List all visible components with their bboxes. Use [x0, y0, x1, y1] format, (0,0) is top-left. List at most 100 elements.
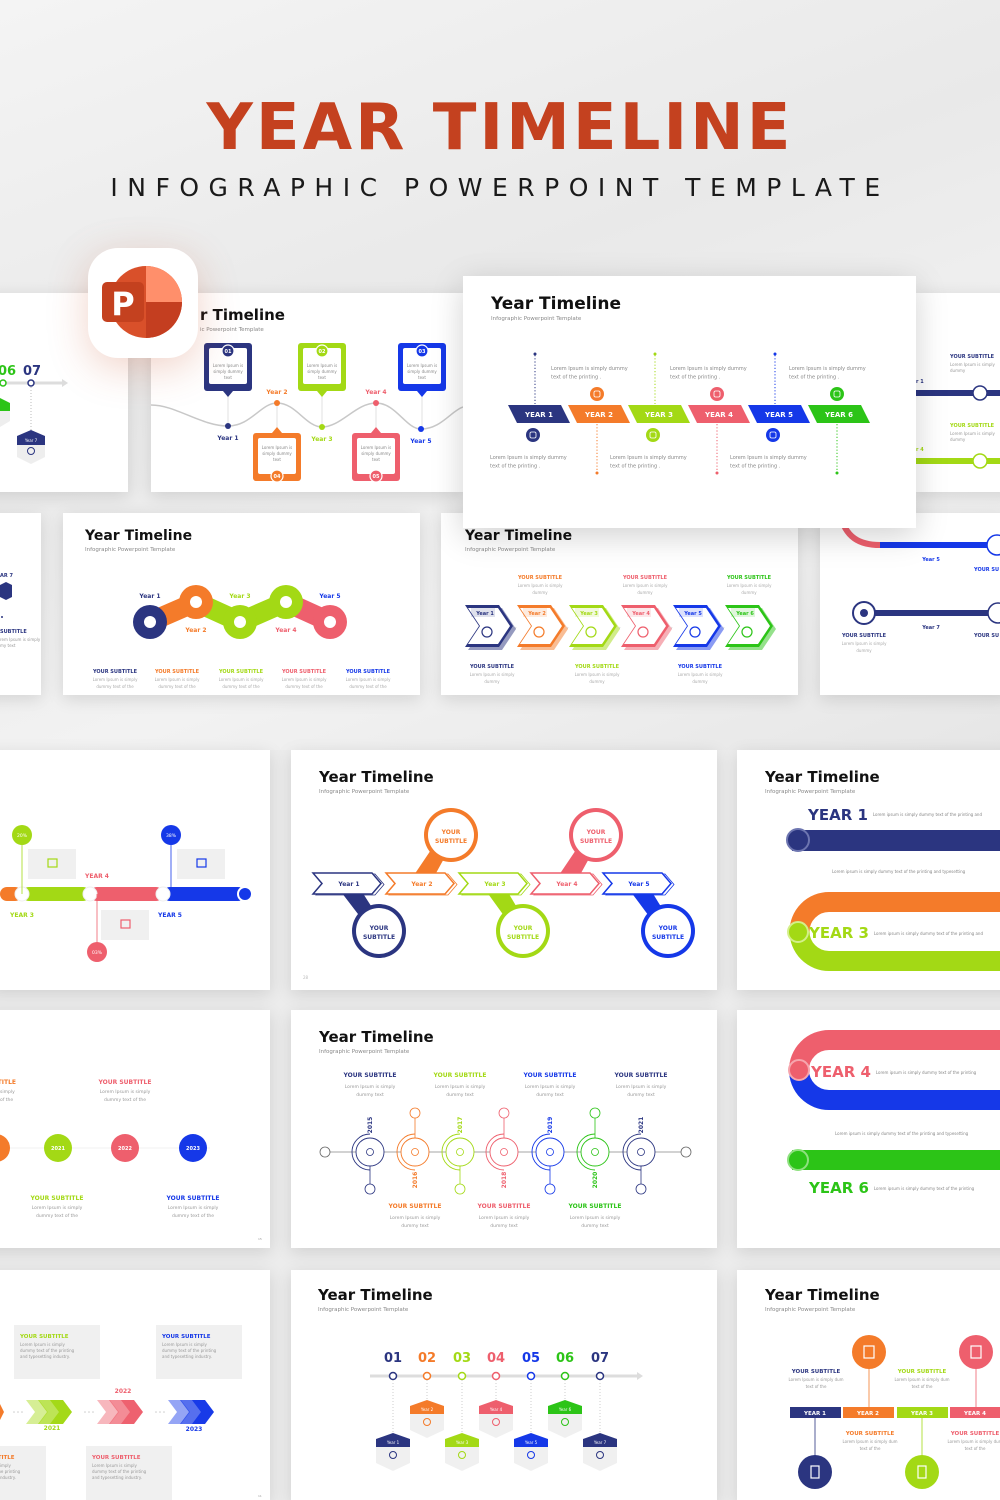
- subtitle-circle-inner: [645, 908, 691, 954]
- year-label: Year 5: [683, 611, 702, 617]
- callout-inner: [403, 348, 441, 384]
- subtitle-label: YOUR: [658, 925, 678, 932]
- icon-glyph: [769, 431, 777, 439]
- timeline-node: [457, 1371, 467, 1381]
- subtitle-circle-inner: [428, 812, 474, 858]
- end-dot: [595, 471, 599, 475]
- step-icon: [637, 626, 649, 638]
- dot: [163, 1411, 165, 1413]
- chevron-label-bg: [627, 608, 651, 617]
- callout-inner: [303, 348, 341, 384]
- callout-text: simply dummy: [361, 451, 391, 456]
- subtitle-label: YOUR: [369, 925, 389, 932]
- lightbulb-icon: [526, 428, 540, 442]
- description-text: text of the printing .: [610, 464, 661, 470]
- subtitle-label: YOUR SU: [973, 633, 999, 639]
- body-text: Lorem Ipsum is simply: [525, 1084, 576, 1090]
- progress-node: [155, 886, 171, 902]
- chart-icon: [788, 1059, 810, 1081]
- year-label: 2022: [118, 1146, 132, 1152]
- subtitle-label: YOUR SUBTITLE: [622, 575, 668, 581]
- body-text: Lorem Ipsum is simply dum: [947, 1439, 1000, 1444]
- year-label: 2023: [186, 1146, 200, 1152]
- year-bar-label: YEAR 1: [803, 1411, 826, 1417]
- hex-header: [445, 1433, 479, 1447]
- year-heading: YEAR 4: [810, 1063, 871, 1081]
- icon-glyph: [649, 431, 657, 439]
- body-text: Lorem Ipsum is simply: [162, 1342, 208, 1347]
- subtitle-label: YOUR SUBTITLE: [897, 1369, 947, 1375]
- description-text: text of the printing .: [789, 375, 840, 381]
- number-label: 07: [23, 364, 41, 379]
- hex-year-label: Year 3: [455, 1440, 469, 1445]
- timeline-bar: [880, 542, 1000, 548]
- icon-glyph: [833, 390, 841, 398]
- body-text: text of the: [965, 1446, 986, 1451]
- step-icon: [561, 1418, 569, 1426]
- slide-subtitle: Infographic Powerpoint Template: [465, 547, 556, 553]
- arrow-icon: ›: [567, 625, 569, 630]
- year-banner-label: YEAR 4: [704, 411, 733, 419]
- timeline-node: [526, 1371, 536, 1381]
- stem-node: [589, 1107, 601, 1119]
- timeline-bar: [916, 458, 1000, 464]
- hex-year-label: Year 6: [558, 1407, 572, 1412]
- document-icon: [590, 387, 604, 401]
- year-node: [580, 1137, 610, 1167]
- body-text: dummy: [637, 590, 653, 595]
- chevron-arrow: [50, 1400, 72, 1424]
- callout-text: Lorem Ipsum is: [407, 363, 438, 368]
- year-icon: [591, 1148, 599, 1156]
- hex-year-label: Year 7: [593, 1440, 607, 1445]
- year-label: 2023: [186, 1426, 203, 1433]
- body-text: text of the: [912, 1384, 933, 1389]
- body-text: dummy: [950, 437, 966, 442]
- callout-text: text: [273, 457, 281, 462]
- step-icon: [596, 1451, 604, 1459]
- slide-subtitle: Infographic Powerpoint Template: [319, 789, 410, 795]
- timeline-node: [560, 1371, 570, 1381]
- year-banner-label: YEAR 3: [644, 411, 673, 419]
- body-text: Lorem ipsum is simply dummy text of the …: [874, 1186, 975, 1191]
- body-text: Lorem Ipsum is simply: [168, 1205, 219, 1211]
- slide-subtitle: ic Powerpoint Template: [200, 327, 264, 333]
- body-text: dummy text: [581, 1223, 609, 1229]
- slide-bars-bottom[interactable]: YEAR 4 Lorem ipsum is simply dummy text o…: [737, 1010, 1000, 1248]
- subtitle-label: YOUR SUBTITLE: [791, 1369, 841, 1375]
- bar-chart-icon: [917, 1465, 927, 1479]
- arrow-icon: ›: [723, 625, 725, 630]
- number-badge: [315, 344, 329, 358]
- chevron-arrow: [192, 1400, 214, 1424]
- description-text: text of the printing .: [730, 464, 781, 470]
- callout-text: text: [224, 375, 232, 380]
- number-badge: [221, 344, 235, 358]
- year-banner: [748, 405, 810, 423]
- monitor-icon: [787, 1149, 809, 1171]
- number-label: 02: [418, 1351, 436, 1366]
- subtitle-label: SUBTITLE: [363, 934, 395, 941]
- number-badge-label: 01: [225, 349, 232, 355]
- subtitle-label: YOUR SUBTITLE: [433, 1072, 487, 1079]
- slide-subtitle: Infographic Powerpoint Template: [85, 547, 176, 553]
- subtitle-label: YOUR SUBTITLE: [98, 1079, 152, 1086]
- year-label: Year 4: [274, 627, 296, 634]
- subtitle-label: YOUR SUBTITLE: [614, 1072, 668, 1079]
- description-text: text of the printing .: [490, 464, 541, 470]
- progress-node: [82, 886, 98, 902]
- year-label: Year 5: [921, 557, 940, 563]
